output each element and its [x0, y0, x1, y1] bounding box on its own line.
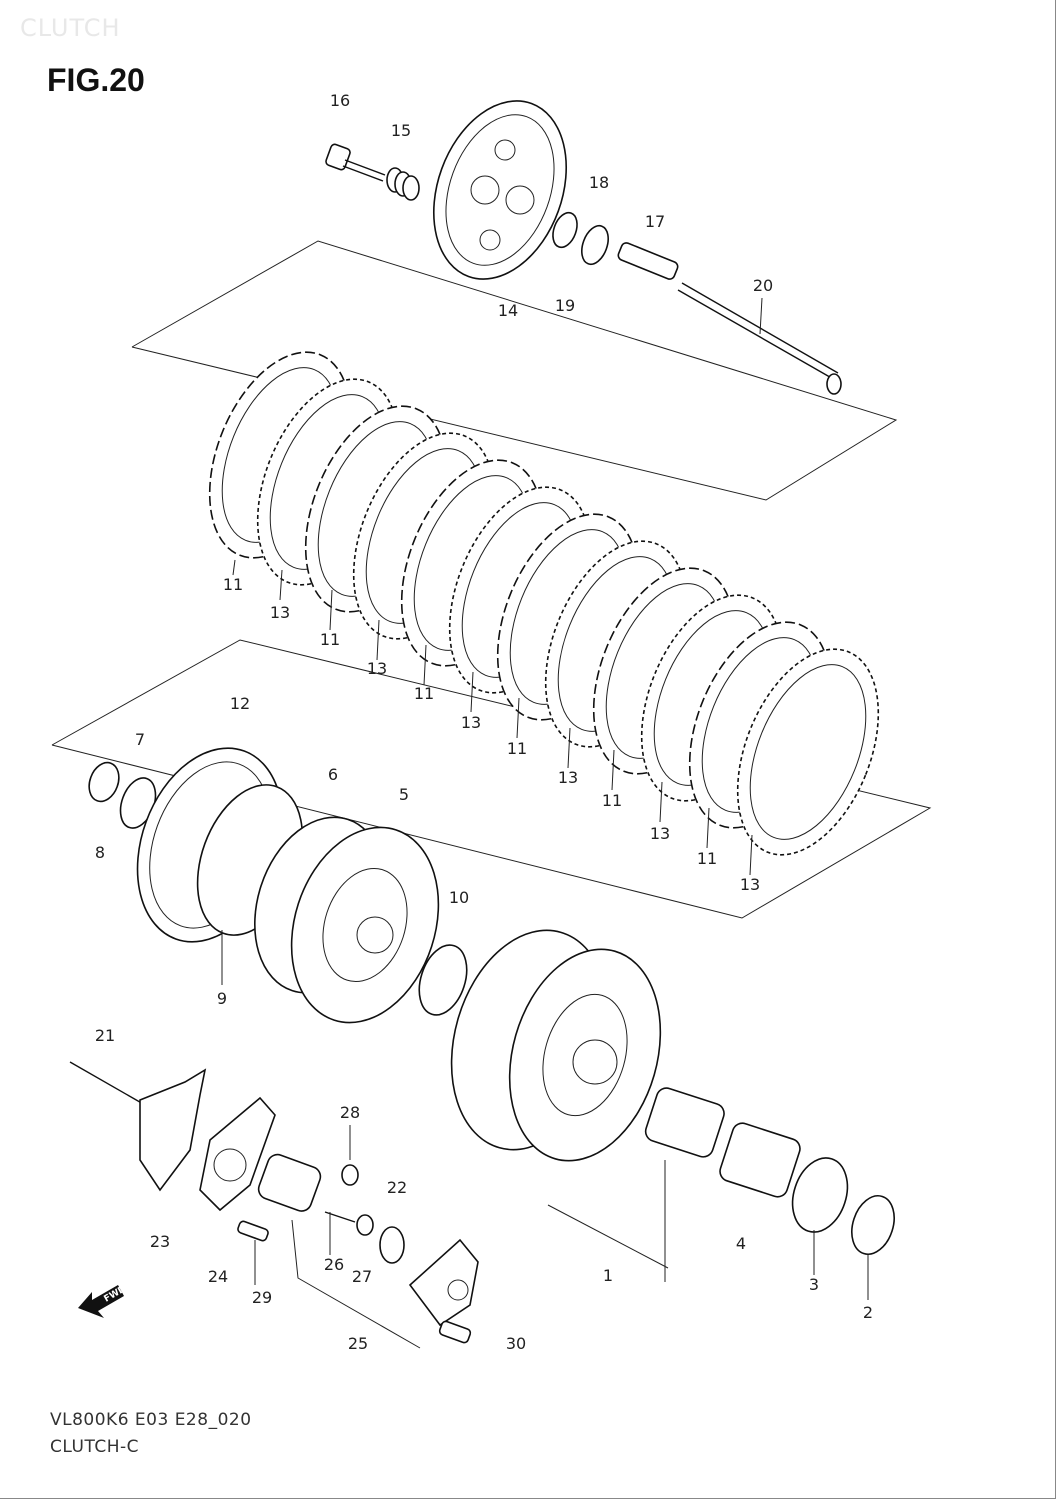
callout-number: 26 [324, 1255, 344, 1274]
needle-bearing [719, 1122, 801, 1198]
watermark: CLUTCH [20, 14, 121, 42]
drawing-code: VL800K6 E03 E28_020 [50, 1410, 252, 1430]
callout-number: 6 [328, 765, 338, 784]
clutch-housing [450, 929, 662, 1162]
callout-number: 7 [135, 730, 145, 749]
callout-number: 13 [558, 768, 578, 787]
plate-inner-edge [749, 664, 867, 840]
callout-number: 15 [391, 121, 411, 140]
pressure-plate [432, 100, 568, 280]
bolt [325, 143, 386, 182]
callout-number: 28 [340, 1103, 360, 1122]
clutch-plates-stack [208, 351, 880, 856]
callout-number: 11 [414, 684, 434, 703]
clutch-sleeve-hub [254, 816, 440, 1024]
fwd-arrow-icon [78, 1285, 124, 1318]
callout-number: 12 [230, 694, 250, 713]
spring [386, 167, 420, 201]
callout-bracket-25 [291, 1219, 421, 1349]
leader-lines [221, 297, 869, 1300]
callout-number: 2 [863, 1303, 873, 1322]
callout-number: 10 [449, 888, 469, 907]
callout-number: 30 [506, 1334, 526, 1353]
callout-number: 11 [320, 630, 340, 649]
callout-number: 1 [603, 1266, 613, 1285]
plate-group-lower-box [51, 639, 932, 919]
callout-number: 29 [252, 1288, 272, 1307]
thrust-washer [418, 944, 468, 1016]
callout-number: 25 [348, 1334, 368, 1353]
callout-number: 8 [95, 843, 105, 862]
drawing-subtitle: CLUTCH-C [50, 1437, 139, 1457]
release-arm [139, 1068, 276, 1212]
callout-number: 19 [555, 296, 575, 315]
callout-number: 11 [697, 849, 717, 868]
callout-number: 3 [809, 1275, 819, 1294]
callout-number: 17 [645, 212, 665, 231]
washer-3 [791, 1157, 849, 1233]
washer [552, 211, 578, 249]
callout-number: 13 [740, 875, 760, 894]
push-rod [617, 242, 842, 395]
callout-number: 18 [589, 173, 609, 192]
callout-number: 9 [217, 989, 227, 1008]
callout-number: 5 [399, 785, 409, 804]
callout-number: 4 [736, 1234, 746, 1253]
callout-number: 20 [753, 276, 773, 295]
figure-title: FIG.20 [47, 62, 145, 98]
spacer [644, 1087, 725, 1158]
callout-number: 13 [270, 603, 290, 622]
callout-number: 14 [498, 301, 518, 320]
release-cover [237, 1220, 479, 1344]
bearing [581, 224, 609, 266]
callout-number: 27 [352, 1267, 372, 1286]
callout-number: 13 [461, 713, 481, 732]
callout-number: 24 [208, 1267, 228, 1286]
callout-number: 16 [330, 91, 350, 110]
driven-plate [736, 648, 880, 856]
callout-bracket-1 [547, 1204, 669, 1269]
callout-number: 22 [387, 1178, 407, 1197]
callout-number: 13 [650, 824, 670, 843]
callout-number: 23 [150, 1232, 170, 1251]
callout-number: 13 [367, 659, 387, 678]
washer-2 [851, 1195, 895, 1255]
callout-number: 11 [602, 791, 622, 810]
plate-group-upper-box [131, 240, 898, 501]
release-rod [69, 1061, 146, 1106]
diagram-artwork: FWD [51, 100, 932, 1349]
callout-number: 11 [507, 739, 527, 758]
callout-number: 11 [223, 575, 243, 594]
callout-number: 21 [95, 1026, 115, 1045]
